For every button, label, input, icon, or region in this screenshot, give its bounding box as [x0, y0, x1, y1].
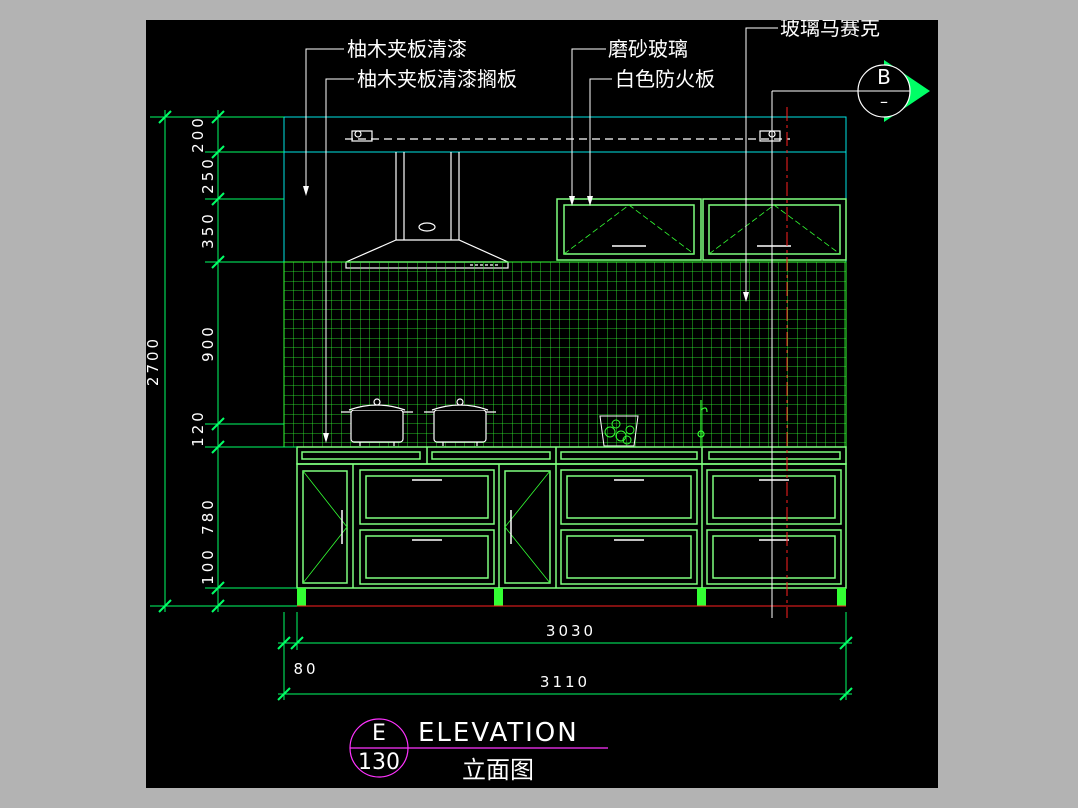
elevation-drawing: B – 柚木夹板清漆 柚木夹板清漆搁板 磨砂玻璃 白色防火板 玻璃马赛克 — [144, 16, 930, 784]
title-english: ELEVATION — [418, 718, 579, 748]
dim-segment-3: 900 — [199, 324, 217, 362]
dim-total-height: 2700 — [146, 336, 162, 386]
label-glass-mosaic: 玻璃马赛克 — [780, 20, 880, 40]
section-marker-letter: B — [877, 65, 891, 89]
countertop — [296, 446, 847, 465]
range-hood — [345, 152, 509, 269]
fruit-basket — [599, 415, 639, 447]
dim-segment-6: 100 — [199, 547, 217, 585]
dim-width-inner: 3030 — [546, 622, 596, 640]
cad-canvas: B – 柚木夹板清漆 柚木夹板清漆搁板 磨砂玻璃 白色防火板 玻璃马赛克 — [144, 16, 938, 788]
title-chinese: 立面图 — [462, 756, 534, 784]
wall-cabinet-right — [702, 198, 847, 261]
cooking-pot-left — [341, 398, 413, 446]
title-letter: E — [372, 721, 386, 746]
label-teak-veneer: 柚木夹板清漆 — [347, 37, 467, 61]
dim-segment-2: 350 — [199, 211, 217, 249]
dim-segment-1: 250 — [199, 156, 217, 194]
base-cabinets — [296, 463, 847, 589]
title-number: 130 — [358, 750, 400, 775]
plinth-feet — [297, 588, 846, 606]
cooking-pot-right — [424, 398, 496, 446]
label-white-fireproof: 白色防火板 — [615, 67, 715, 91]
vertical-dimension-lines — [150, 110, 297, 613]
leader-arrows — [303, 186, 749, 443]
faucet — [697, 400, 708, 446]
dim-segment-5: 780 — [199, 497, 217, 535]
title-block — [349, 718, 608, 778]
soffit-lights — [345, 130, 790, 142]
leader-lines — [305, 27, 778, 440]
wall-cabinet-left — [556, 198, 702, 261]
section-marker-sheet: – — [880, 92, 888, 111]
label-teak-shelf: 柚木夹板清漆搁板 — [357, 67, 517, 91]
label-frosted-glass: 磨砂玻璃 — [608, 37, 688, 61]
section-marker — [771, 60, 930, 618]
dim-segment-0: 200 — [189, 115, 207, 153]
dim-width-total: 3110 — [540, 673, 590, 691]
dim-offset: 80 — [293, 660, 318, 678]
dim-segment-4: 120 — [189, 409, 207, 447]
vertical-dimension-labels: 2700 200 250 350 900 120 780 100 — [144, 115, 217, 585]
horizontal-dimension-lines — [277, 612, 853, 701]
